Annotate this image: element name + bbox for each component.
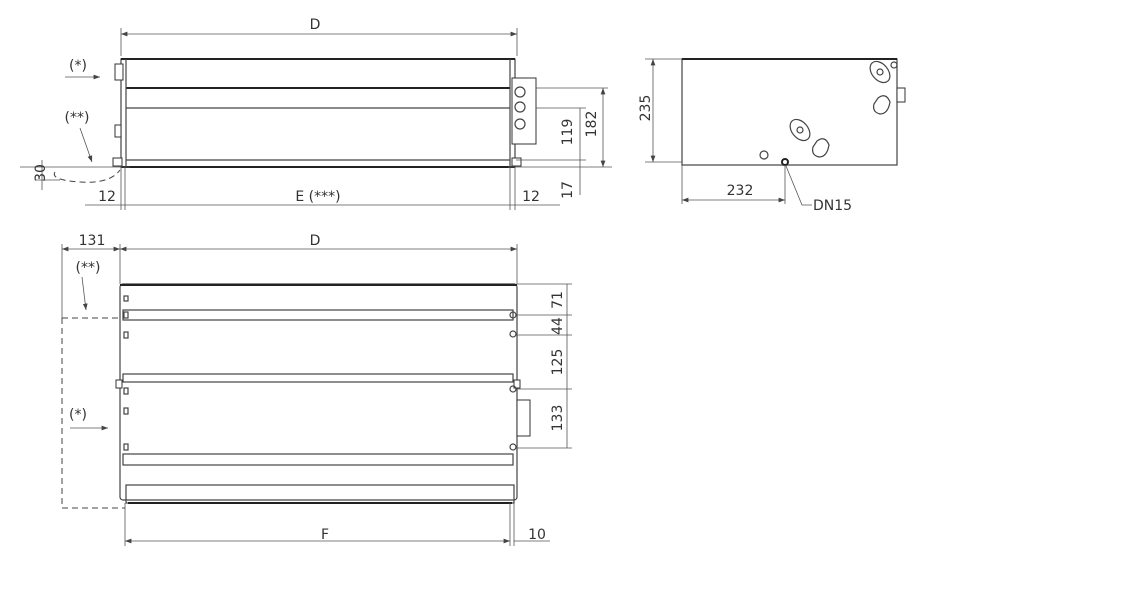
dimension-44-label: 44: [550, 317, 566, 335]
unit-body: [120, 58, 516, 168]
dimension-12-right-label: 12: [522, 189, 540, 205]
dimension-119-label: 119: [560, 119, 576, 146]
drain-outlet: [781, 158, 789, 166]
note-single-asterisk: (*): [69, 58, 87, 74]
dimension-125-label: 125: [550, 349, 566, 376]
dimension-30-label: 30: [33, 164, 49, 182]
dimension-d-top-label: D: [310, 233, 321, 249]
dimension-e-label: E (***): [295, 189, 340, 205]
top-body: [119, 283, 518, 501]
side-view: 235 232 DN15: [638, 58, 906, 214]
dimension-71-label: 71: [550, 291, 566, 309]
coil-connection-box: [511, 77, 537, 145]
top-view: 131 D (**) (*) 71 44: [61, 233, 572, 546]
dimension-10-label: 10: [528, 527, 546, 543]
side-connector: [516, 399, 531, 437]
dimension-133-label: 133: [550, 405, 566, 432]
dimension-17-label: 17: [560, 181, 576, 199]
note-double-asterisk: (**): [65, 110, 90, 126]
dimension-235-label: 235: [638, 95, 654, 122]
side-body: [681, 58, 898, 166]
dimension-182-label: 182: [584, 111, 600, 138]
dimension-12-left-label: 12: [98, 189, 116, 205]
dimension-131-label: 131: [79, 233, 106, 249]
drain-dn15-label: DN15: [813, 198, 852, 214]
dimension-d-label: D: [310, 17, 321, 33]
front-view: D (*) (**) 30 12 E (***) 12: [20, 17, 612, 210]
note-single-asterisk-top: (*): [69, 407, 87, 423]
dimension-f-label: F: [321, 527, 329, 543]
dimension-232-label: 232: [727, 183, 754, 199]
note-double-asterisk-top: (**): [76, 260, 101, 276]
